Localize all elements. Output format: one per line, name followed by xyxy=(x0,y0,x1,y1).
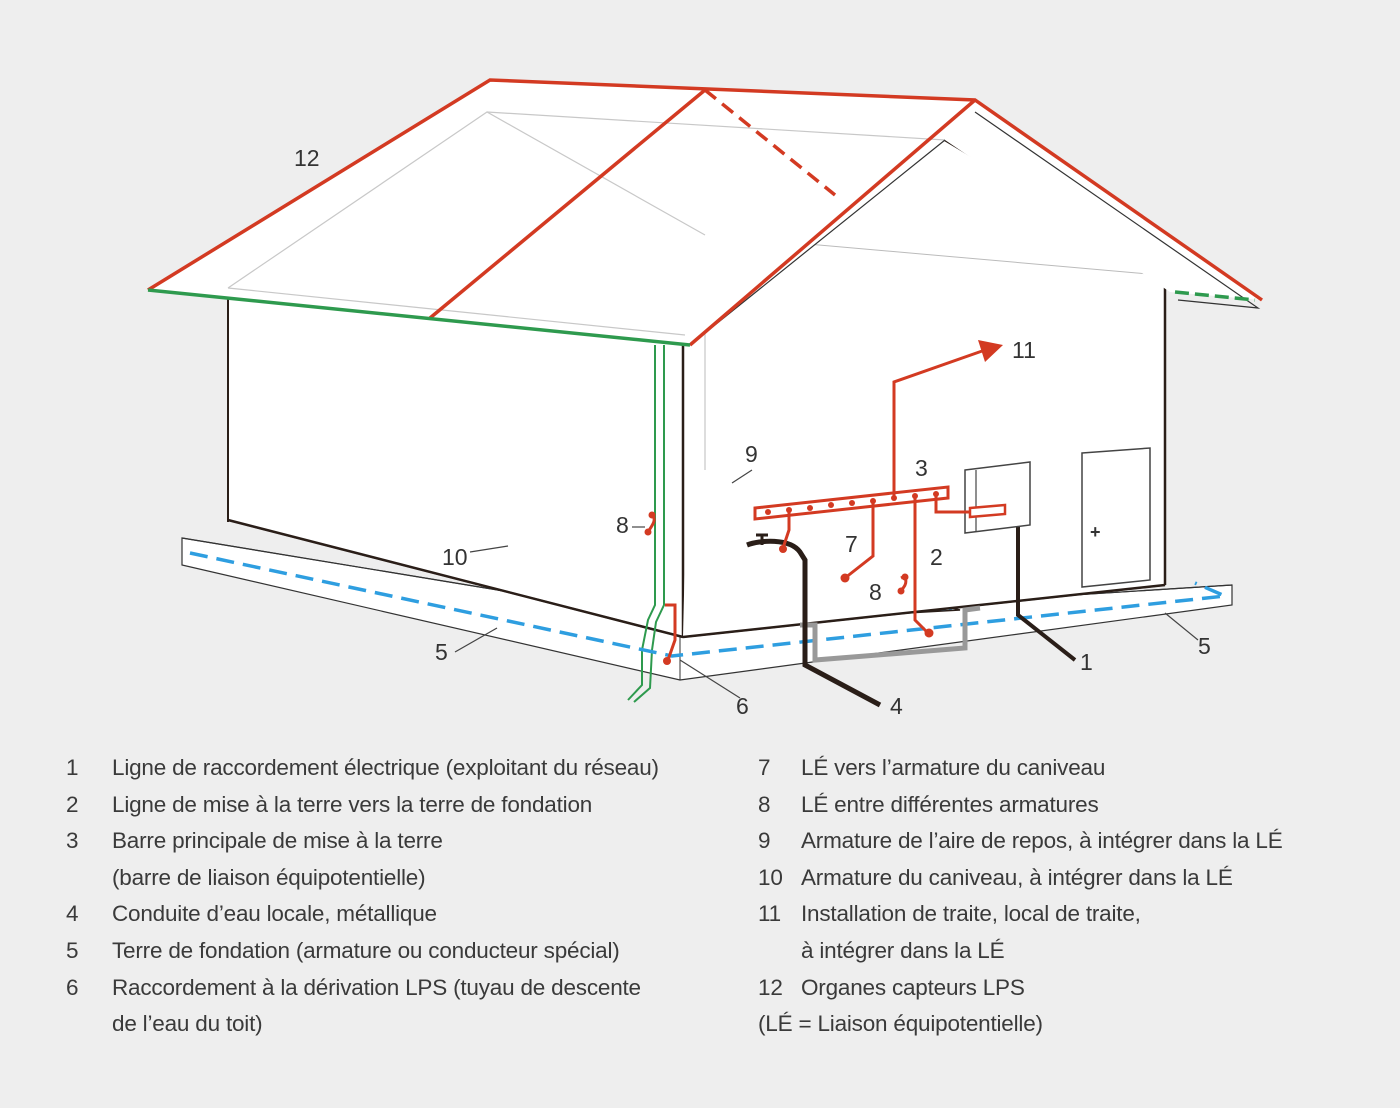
legend-number: 2 xyxy=(66,791,79,817)
legend-number: 5 xyxy=(66,937,79,963)
legend-left-column: 1 Ligne de raccordement électrique (explo… xyxy=(66,750,746,1043)
legend-text: Ligne de raccordement électrique (exploi… xyxy=(112,755,659,780)
callout-12: 12 xyxy=(294,145,320,171)
legend-number: 3 xyxy=(66,828,79,854)
meter-box xyxy=(964,461,1031,534)
callout-9: 9 xyxy=(745,441,758,467)
legend-abbreviation-note: (LÉ = Liaison équipotentielle) xyxy=(758,1011,1043,1037)
callout-7: 7 xyxy=(845,531,858,557)
legend-item-3: 3 Barre principale de mise à la terre xyxy=(66,823,746,860)
air-termination-lines xyxy=(147,78,1264,302)
legend-text-continuation: de l’eau du toit) xyxy=(112,1011,263,1037)
leader-lines xyxy=(454,469,1199,699)
legend-text-continuation: à intégrer dans la LÉ xyxy=(801,937,1005,963)
legend-number: 7 xyxy=(758,755,771,780)
legend-number: 8 xyxy=(758,791,771,817)
legend-item-12: 12 Organes capteurs LPS xyxy=(758,970,1358,1007)
callout-8b: 8 xyxy=(869,579,882,605)
legend-number: 9 xyxy=(758,828,771,854)
legend-item-6: 6 Raccordement à la dérivation LPS (tuyau… xyxy=(66,970,746,1007)
legend-text: Raccordement à la dérivation LPS (tuyau … xyxy=(112,974,641,1000)
legend-item-2: 2 Ligne de mise à la terre vers la terre … xyxy=(66,787,746,824)
legend-item-4: 4 Conduite d’eau locale, métallique xyxy=(66,896,746,933)
legend-text: LÉ vers l’armature du caniveau xyxy=(801,755,1106,780)
legend-text: Armature du caniveau, à intégrer dans la… xyxy=(801,864,1233,890)
callout-1: 1 xyxy=(1080,649,1093,675)
legend-number: 6 xyxy=(66,974,79,1000)
downpipe xyxy=(627,345,665,703)
callout-11: 11 xyxy=(1012,337,1036,363)
main-earthing-bar xyxy=(644,340,1007,665)
door: + xyxy=(1081,447,1151,588)
callout-5a: 5 xyxy=(435,639,448,665)
callout-8a: 8 xyxy=(616,512,629,538)
callout-3: 3 xyxy=(915,455,928,481)
legend-text: Armature de l’aire de repos, à intégrer … xyxy=(801,828,1283,854)
barn-grounding-diagram: + xyxy=(147,78,1264,719)
legend-text-continuation: (barre de liaison équipotentielle) xyxy=(112,864,426,890)
foundation-earth-electrode xyxy=(189,551,1232,658)
legend-number: 10 xyxy=(758,864,783,890)
legend-item-1: 1 Ligne de raccordement électrique (explo… xyxy=(66,750,746,787)
legend-text: Organes capteurs LPS xyxy=(801,974,1025,1000)
legend-right-column: 7 LÉ vers l’armature du caniveau 8 LÉ entr… xyxy=(758,750,1358,1043)
callout-2: 2 xyxy=(930,544,943,570)
callout-10: 10 xyxy=(442,544,468,570)
legend-item-10: 10 Armature du caniveau, à intégrer dans … xyxy=(758,860,1358,897)
legend-text: Conduite d’eau locale, métallique xyxy=(112,901,437,927)
channel-trench xyxy=(800,605,981,663)
callouts: 1 2 3 4 5 5 6 7 8 8 9 10 11 12 xyxy=(294,145,1211,719)
svg-text:+: + xyxy=(1090,522,1101,542)
legend-item-11: 11 Installation de traite, local de trait… xyxy=(758,896,1358,933)
legend-text: LÉ entre différentes armatures xyxy=(801,791,1099,817)
roof xyxy=(147,78,1264,347)
legend-item-9: 9 Armature de l’aire de repos, à intégrer… xyxy=(758,823,1358,860)
legend-item-5: 5 Terre de fondation (armature ou conduct… xyxy=(66,933,746,970)
legend-text: Ligne de mise à la terre vers la terre d… xyxy=(112,791,593,817)
legend-text: Terre de fondation (armature ou conducte… xyxy=(112,937,620,963)
callout-6: 6 xyxy=(736,693,749,719)
callout-5b: 5 xyxy=(1198,633,1211,659)
power-connection-line xyxy=(1016,485,1077,662)
legend-text: Installation de traite, local de traite, xyxy=(801,901,1141,927)
legend-number: 12 xyxy=(758,974,783,1000)
legend-number: 1 xyxy=(66,755,79,780)
legend-number: 4 xyxy=(66,901,79,927)
legend-item-8: 8 LÉ entre différentes armatures xyxy=(758,787,1358,824)
legend-text: Barre principale de mise à la terre xyxy=(112,828,443,854)
legend-number: 11 xyxy=(758,901,781,927)
callout-4: 4 xyxy=(890,693,903,719)
legend-item-7: 7 LÉ vers l’armature du caniveau xyxy=(758,750,1358,787)
